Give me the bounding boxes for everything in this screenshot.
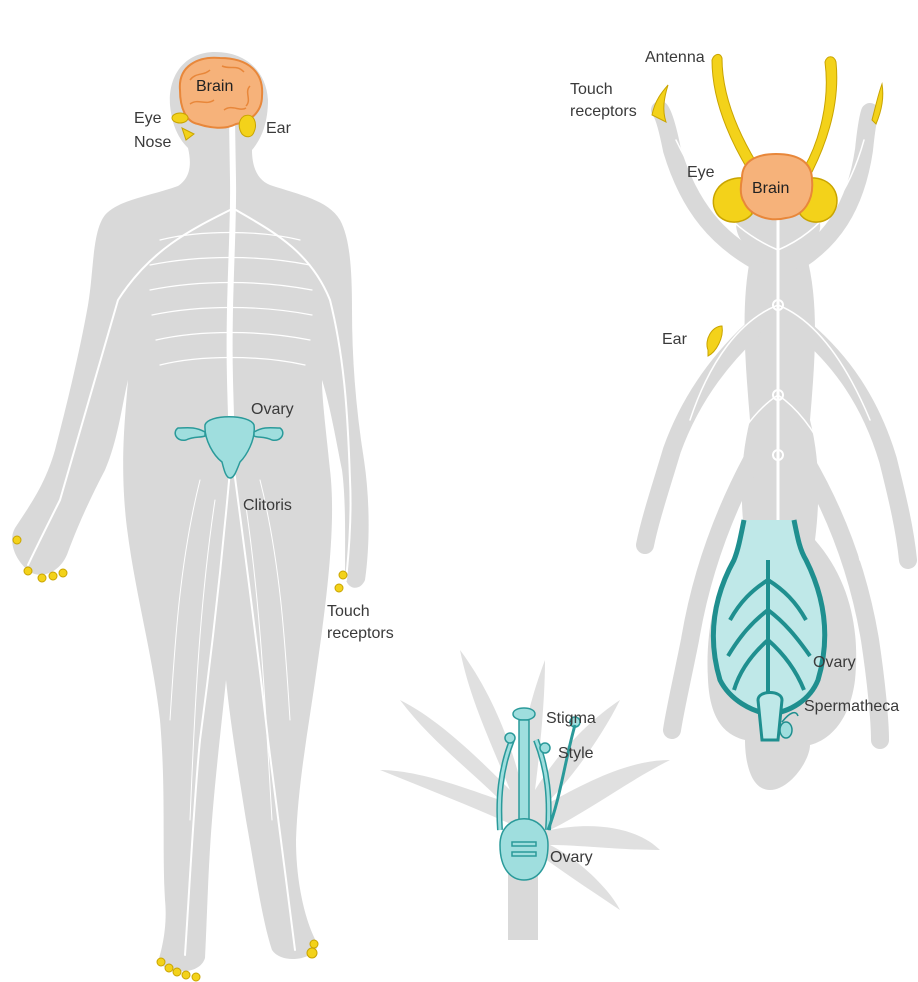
human-figure: Brain Eye Nose Ear Ovary Clitoris [12,52,394,981]
insect-touch-label-line2: receptors [570,103,637,120]
human-eye-icon [172,113,188,123]
insect-touch-label-line1: Touch [570,81,613,98]
flower-ovary-label: Ovary [550,849,593,866]
human-ovary-label: Ovary [251,401,294,418]
insect-brain-label: Brain [752,180,789,197]
insect-spermatheca-label: Spermatheca [804,698,899,715]
human-body-silhouette [12,52,369,971]
human-ear-label: Ear [266,120,292,137]
insect-eye-label: Eye [687,164,715,181]
flower-style-label: Style [558,745,594,762]
human-touch-label-line2: receptors [327,625,394,642]
human-touch-label-line1: Touch [327,603,370,620]
human-brain-label: Brain [196,78,233,95]
insect-figure: Antenna Touch receptors Eye Brain Ear Ov… [570,49,908,790]
human-clitoris-label: Clitoris [243,497,292,514]
human-ear-icon [239,115,255,137]
insect-antenna-right-icon [804,57,837,172]
human-eye-label: Eye [134,110,162,127]
human-nose-label: Nose [134,134,171,151]
insect-antenna-left-icon [712,54,756,170]
insect-ear-label: Ear [662,331,688,348]
insect-ovary-label: Ovary [813,654,856,671]
flower-stigma-label: Stigma [546,710,596,727]
insect-antenna-label: Antenna [645,49,705,66]
flower-figure: Stigma Style Ovary [380,650,670,940]
